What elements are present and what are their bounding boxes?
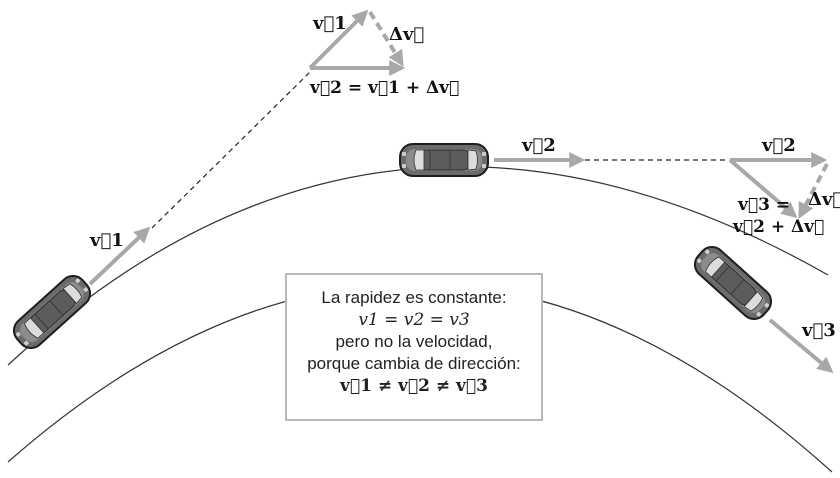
- right-delta-v-arrow-icon: [798, 163, 829, 219]
- label-v1-top: v⃗1: [312, 13, 347, 34]
- label-v2-middle: v⃗2: [521, 135, 556, 156]
- road-outer-edge: [7, 166, 829, 366]
- car-icon-right: [688, 240, 778, 326]
- info-line-3: pero no la velocidad,: [335, 332, 493, 351]
- label-v3-equation-line2: v⃗2 + Δv⃗: [732, 217, 824, 237]
- info-line-1: La rapidez es constante:: [321, 288, 507, 307]
- label-v2-right: v⃗2: [761, 135, 796, 156]
- info-line-2: v1 = v2 = v3: [358, 310, 470, 330]
- label-equation-top: v⃗2 = v⃗1 + Δv⃗: [309, 78, 459, 98]
- label-delta-v-top: Δv⃗: [389, 24, 424, 45]
- info-line-4: porque cambia de dirección:: [307, 354, 521, 373]
- car-icon-middle: [399, 143, 489, 177]
- label-v1-left: v⃗1: [89, 230, 124, 251]
- info-box: La rapidez es constante: v1 = v2 = v3 pe…: [285, 273, 543, 421]
- right-v3-arrow-icon: [728, 158, 798, 219]
- label-delta-v-right: Δv⃗: [808, 189, 840, 210]
- v3-arrow-icon: [768, 318, 834, 374]
- label-v3-bottom: v⃗3: [801, 320, 836, 341]
- v1-arrow-icon: [88, 226, 151, 286]
- label-v3-equation-line1: v⃗3 =: [737, 195, 790, 215]
- v1-dashed-extension: [151, 71, 311, 229]
- top-v1-arrow-icon: [308, 9, 369, 70]
- top-delta-v-arrow-icon: [368, 10, 404, 67]
- info-line-5: v⃗1 ≠ v⃗2 ≠ v⃗3: [340, 376, 488, 396]
- car-icon-left: [7, 269, 97, 355]
